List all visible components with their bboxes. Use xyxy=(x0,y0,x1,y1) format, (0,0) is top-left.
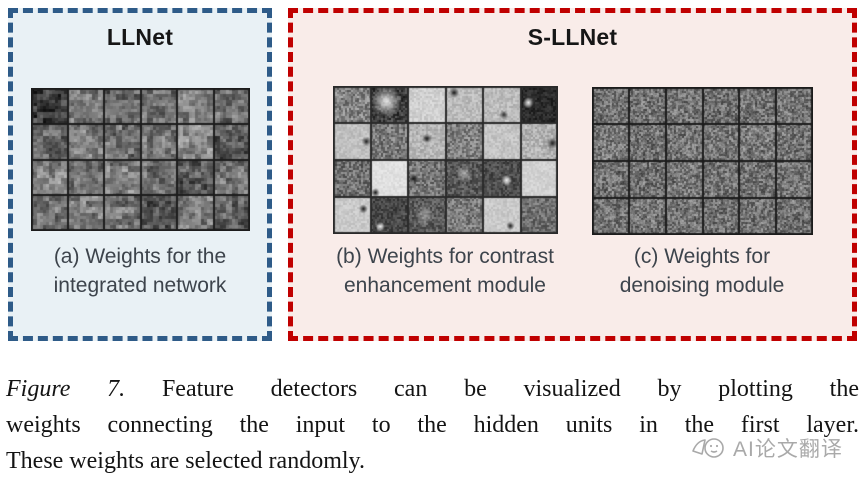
panel-c-caption: (c) Weights for denoising module xyxy=(575,242,829,300)
panel-a-caption-line1: (a) Weights for the xyxy=(53,245,227,268)
sllnet-title: S-LLNet xyxy=(527,24,618,50)
figure-caption: Figure 7. Feature detectors can be visua… xyxy=(6,371,859,479)
panel-b-caption-line1: (b) Weights for contrast xyxy=(336,245,554,268)
watermark: AI论文翻译 xyxy=(691,433,843,463)
panel-b-caption: (b) Weights for contrast enhancement mod… xyxy=(318,242,572,300)
panel-a-caption: (a) Weights for the integrated network xyxy=(8,242,272,300)
panel-c-caption-line1: (c) Weights for xyxy=(633,245,771,268)
watermark-text: AI论文翻译 xyxy=(733,438,843,461)
figure-caption-line3: These weights are selected randomly. xyxy=(6,448,365,474)
panel-c-caption-line2: denoising module xyxy=(619,274,785,297)
figure-caption-line1: Figure 7. Feature detectors can be visua… xyxy=(6,371,859,407)
panel-a-caption-line2: integrated network xyxy=(53,274,227,297)
paper-plane-icon xyxy=(692,438,724,458)
weights-grid-denoising xyxy=(592,87,813,235)
figure-caption-label: Figure 7. xyxy=(6,376,126,402)
figure-caption-line2: weights connecting the input to the hidd… xyxy=(6,412,859,438)
panel-b-caption-line2: enhancement module xyxy=(344,274,546,297)
weights-grid-integrated xyxy=(31,88,250,231)
llnet-title: LLNet xyxy=(106,24,174,50)
figure-caption-line1-text: Feature detectors can be visualized by p… xyxy=(161,376,860,402)
weights-grid-contrast-enhancement xyxy=(333,86,558,234)
